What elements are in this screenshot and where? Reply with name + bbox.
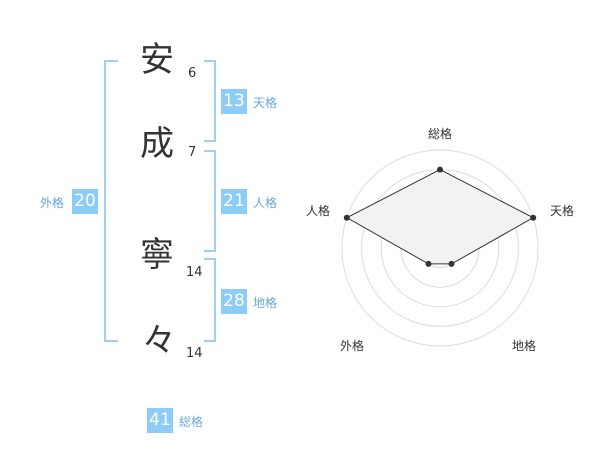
tenkaku-bracket — [204, 60, 216, 142]
chikaku-value: 28 — [221, 289, 247, 314]
chikaku-label: 地格 — [253, 296, 278, 310]
stroke-count-2: 7 — [188, 145, 197, 160]
name-char-2: 成 — [140, 124, 174, 164]
gaikaku-bracket — [104, 60, 118, 342]
radar-area — [345, 169, 535, 265]
radar-point — [425, 260, 432, 267]
radar-axis-label: 地格 — [512, 338, 536, 353]
radar-axis-label: 人格 — [306, 203, 330, 218]
radar-point — [448, 260, 455, 267]
soukaku-value: 41 — [147, 408, 173, 433]
radar-axis-label: 総格 — [428, 126, 452, 141]
stroke-count-4: 14 — [186, 346, 203, 361]
jinkaku-value: 21 — [221, 189, 247, 214]
gaikaku-value: 20 — [72, 189, 98, 214]
tenkaku-label: 天格 — [253, 96, 278, 110]
radar-axis-label: 天格 — [550, 203, 574, 218]
radar-axis-label: 外格 — [340, 338, 364, 353]
radar-point — [530, 214, 537, 221]
name-char-3: 寧 — [140, 235, 174, 275]
chikaku-bracket — [204, 258, 216, 342]
jinkaku-label: 人格 — [253, 196, 278, 210]
jinkaku-bracket — [204, 150, 216, 252]
tenkaku-value: 13 — [221, 89, 247, 114]
radar-ring — [341, 149, 539, 347]
name-char-1: 安 — [140, 40, 174, 80]
radar-point — [343, 214, 350, 221]
radar-point — [437, 166, 443, 173]
gaikaku-label: 外格 — [40, 196, 65, 210]
name-char-4: 々 — [142, 321, 176, 361]
soukaku-label: 総格 — [179, 415, 204, 429]
stroke-count-1: 6 — [188, 66, 197, 81]
stroke-count-3: 14 — [186, 265, 203, 280]
